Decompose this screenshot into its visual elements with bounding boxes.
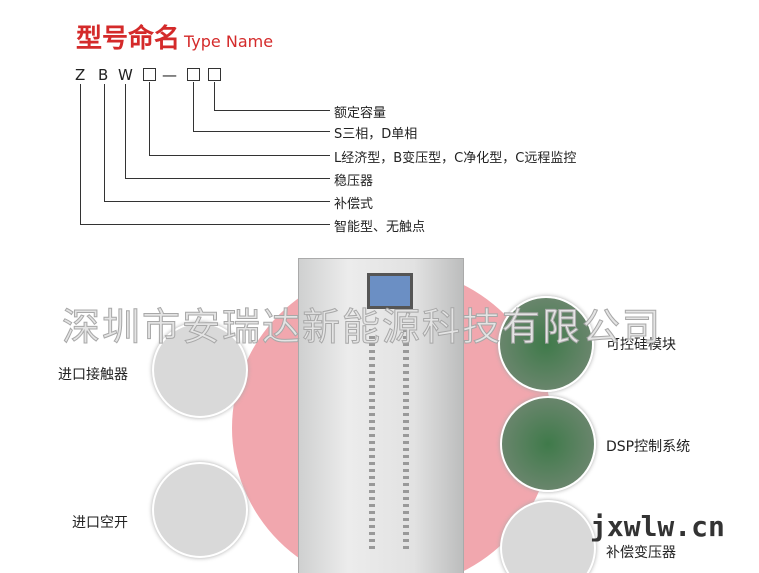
code-box-2 (187, 68, 200, 81)
title-cn: 型号命名 (76, 24, 181, 54)
line (149, 155, 330, 156)
line (125, 178, 330, 179)
code-b: B (98, 66, 109, 84)
transformer-image (500, 500, 596, 573)
label-contactor: 进口接触器 (58, 367, 128, 383)
stabilizer-cabinet-image (298, 258, 464, 573)
title-en: Type Name (184, 32, 274, 51)
line (149, 82, 150, 155)
site-watermark: jxwlw.cn (590, 510, 725, 543)
line (104, 84, 105, 201)
breaker-image (152, 462, 248, 558)
vent (369, 329, 375, 549)
label-type: L经济型，B变压型，C净化型，C远程监控 (334, 151, 577, 166)
line (104, 201, 330, 202)
label-dsp: DSP控制系统 (606, 439, 691, 455)
code-z: Z (75, 66, 86, 84)
label-intelligent: 智能型、无触点 (334, 220, 426, 235)
code-dash: — (162, 66, 177, 84)
scr-module-image (498, 296, 594, 392)
label-phase: S三相，D单相 (334, 127, 418, 142)
display-screen (367, 273, 413, 309)
watermark: 深圳市安瑞达新能源科技有限公司 (61, 305, 663, 350)
label-regulator: 稳压器 (334, 174, 374, 189)
line (80, 224, 330, 225)
dsp-board-image (500, 396, 596, 492)
code-w: W (118, 66, 133, 84)
line (214, 110, 330, 111)
line (214, 82, 215, 110)
code-box-3 (208, 68, 221, 81)
line (193, 82, 194, 131)
code-box-1 (143, 68, 156, 81)
label-transformer: 补偿变压器 (606, 545, 676, 561)
label-compensation: 补偿式 (334, 197, 374, 212)
vent (403, 329, 409, 549)
label-scr: 可控硅模块 (606, 337, 676, 353)
label-breaker: 进口空开 (72, 515, 128, 531)
line (125, 84, 126, 178)
label-capacity: 额定容量 (334, 106, 387, 121)
line (80, 84, 81, 224)
contactor-image (152, 322, 248, 418)
line (193, 131, 330, 132)
